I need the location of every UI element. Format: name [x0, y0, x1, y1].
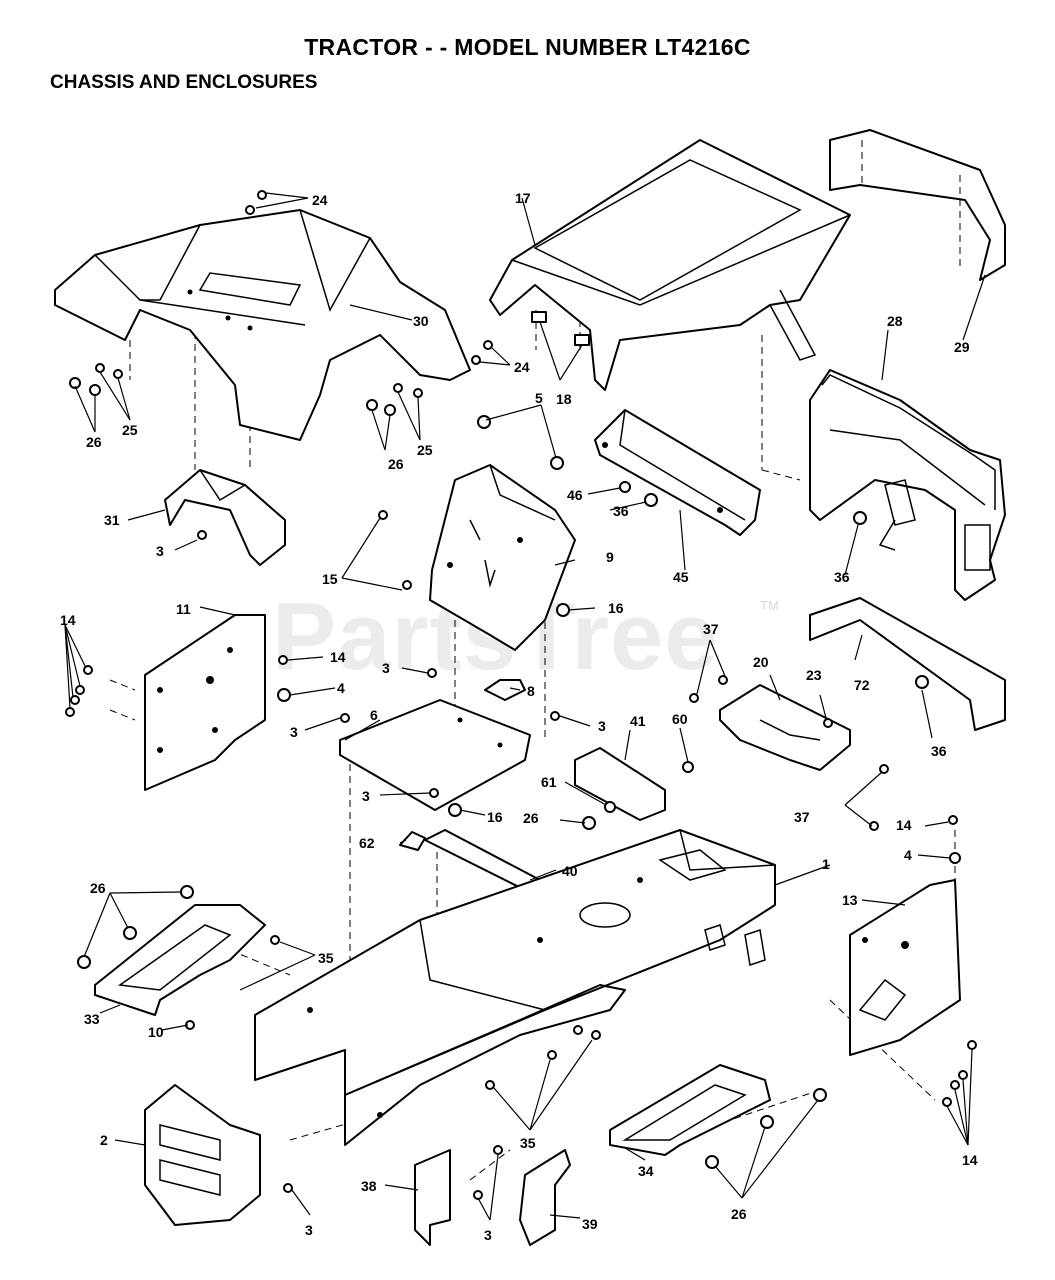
callout-13: 13	[842, 892, 858, 908]
callout-37: 37	[794, 809, 810, 825]
callout-labels: 1 2 3 3 3 3 3 3 3 4 4 5 6 8 9 10 11 13 1…	[60, 190, 978, 1243]
part-17-hood	[489, 139, 851, 391]
callout-23: 23	[806, 667, 822, 683]
part-41-plate	[574, 747, 666, 821]
callout-16: 16	[608, 600, 624, 616]
part-34-right-footrest	[609, 1064, 771, 1156]
callout-30: 30	[413, 313, 429, 329]
callout-35: 35	[318, 950, 334, 966]
callout-14: 14	[60, 612, 76, 628]
callout-39: 39	[582, 1216, 598, 1232]
part-2-front-plate	[144, 1084, 261, 1226]
callout-26: 26	[86, 434, 102, 450]
callout-4: 4	[337, 680, 345, 696]
part-40-bar	[424, 829, 541, 891]
callout-3: 3	[305, 1222, 313, 1238]
callout-3: 3	[382, 660, 390, 676]
callout-14: 14	[330, 649, 346, 665]
part-1-main-frame	[254, 829, 776, 1146]
callout-26: 26	[90, 880, 106, 896]
callout-17: 17	[515, 190, 531, 206]
callout-24: 24	[312, 192, 328, 208]
callout-14: 14	[962, 1152, 978, 1168]
callout-40: 40	[562, 863, 578, 879]
part-28-grille-housing	[809, 369, 1006, 601]
callout-25: 25	[417, 442, 433, 458]
part-29-dash-panel	[829, 129, 1006, 281]
part-39-bracket	[519, 1149, 571, 1246]
part-8-clip	[484, 679, 526, 701]
callout-8: 8	[527, 683, 535, 699]
callout-3: 3	[598, 718, 606, 734]
part-9-dash-plate	[429, 464, 576, 651]
callout-34: 34	[638, 1163, 654, 1179]
callout-41: 41	[630, 713, 646, 729]
part-72-front-bracket	[809, 597, 1006, 731]
part-20-bracket	[719, 684, 851, 771]
callout-60: 60	[672, 711, 688, 727]
callout-3: 3	[290, 724, 298, 740]
callout-25: 25	[122, 422, 138, 438]
callout-33: 33	[84, 1011, 100, 1027]
part-38-bracket	[414, 1149, 451, 1246]
callout-11: 11	[176, 601, 191, 617]
callout-62: 62	[359, 835, 375, 851]
callout-31: 31	[104, 512, 120, 528]
callout-24: 24	[514, 359, 530, 375]
callout-2: 2	[100, 1132, 108, 1148]
callout-20: 20	[753, 654, 769, 670]
callout-37: 37	[703, 621, 719, 637]
callout-1: 1	[822, 856, 830, 872]
callout-36: 36	[931, 743, 947, 759]
callout-3: 3	[362, 788, 370, 804]
part-30-rear-fender	[54, 209, 471, 441]
callout-9: 9	[606, 549, 614, 565]
callout-46: 46	[567, 487, 583, 503]
callout-16: 16	[487, 809, 503, 825]
callout-26: 26	[731, 1206, 747, 1222]
callout-72: 72	[854, 677, 870, 693]
callout-6: 6	[370, 707, 378, 723]
callout-29: 29	[954, 339, 970, 355]
callout-3: 3	[156, 543, 164, 559]
part-45-support-bracket	[594, 409, 761, 536]
callout-26: 26	[388, 456, 404, 472]
callout-36: 36	[613, 503, 629, 519]
part-11-left-side-plate	[144, 614, 266, 791]
page-title: TRACTOR - - MODEL NUMBER LT4216C	[304, 34, 751, 60]
part-13-right-side-plate	[849, 879, 961, 1056]
part-31-fender-bracket	[164, 469, 286, 566]
callout-45: 45	[673, 569, 689, 585]
callout-14: 14	[896, 817, 912, 833]
watermark-tm: TM	[760, 598, 779, 613]
section-subtitle: CHASSIS AND ENCLOSURES	[50, 72, 318, 93]
callout-28: 28	[887, 313, 903, 329]
part-33-left-footrest	[94, 904, 266, 1016]
callout-36: 36	[834, 569, 850, 585]
callout-38: 38	[361, 1178, 377, 1194]
part-62-clip	[399, 831, 426, 851]
leader-lines	[64, 192, 986, 1221]
callout-61: 61	[541, 774, 557, 790]
callout-35: 35	[520, 1135, 536, 1151]
callout-4: 4	[904, 847, 912, 863]
callout-3: 3	[484, 1227, 492, 1243]
callout-26: 26	[523, 810, 539, 826]
callout-10: 10	[148, 1024, 164, 1040]
part-6-plate	[339, 699, 531, 811]
callout-18: 18	[556, 391, 572, 407]
callout-15: 15	[322, 571, 338, 587]
callout-5: 5	[535, 390, 543, 406]
